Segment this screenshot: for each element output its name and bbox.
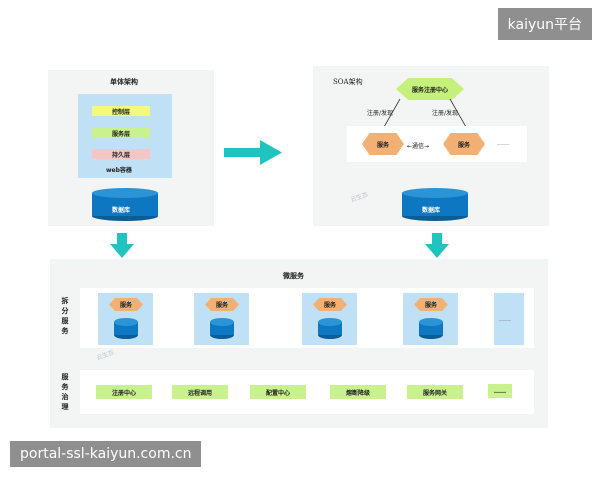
database-icon	[114, 318, 138, 339]
layer-persistence: 持久层	[92, 149, 150, 159]
governance-more: ……	[488, 384, 512, 398]
microservice-hex: 服务	[205, 298, 239, 311]
soa-database-icon	[402, 188, 468, 221]
governance-remote-call: 远程调用	[172, 385, 228, 399]
arrow-down-right-icon	[425, 233, 449, 258]
database-icon	[318, 318, 342, 339]
layer-controller: 控制层	[92, 106, 150, 116]
governance-circuit-breaker: 熔断降级	[330, 385, 386, 399]
database-icon	[210, 318, 234, 339]
soa-more: ……	[497, 140, 509, 147]
monolith-database-icon	[92, 188, 158, 221]
monolith-title: 单体架构	[110, 78, 138, 86]
watermark-bottom: portal-ssl-kaiyun.com.cn	[10, 441, 202, 467]
split-services-label: 拆分服务	[61, 297, 69, 335]
arrow-down-left-icon	[110, 233, 134, 258]
communication-label: ←通信→	[407, 143, 430, 150]
monolith-database-label: 数据库	[112, 207, 131, 214]
governance-config-center: 配置中心	[250, 385, 306, 399]
microservice-hex: 服务	[109, 298, 143, 311]
register-discover-right: 注册/发现	[432, 110, 459, 117]
soa-service-right: 服务	[443, 133, 485, 155]
governance-registry: 注册中心	[96, 385, 152, 399]
layer-service: 服务层	[92, 128, 150, 138]
microservice-more-card	[494, 293, 524, 345]
service-governance-label: 服务治理	[61, 373, 69, 411]
governance-gateway: 服务网关	[407, 385, 463, 399]
registry-center: 服务注册中心	[396, 78, 464, 100]
soa-database-label: 数据库	[422, 207, 441, 214]
arrow-right-icon	[224, 140, 282, 165]
microservice-hex: 服务	[313, 298, 347, 311]
watermark-top: kaiyun平台	[497, 8, 592, 40]
soa-title: SOA架构	[333, 78, 363, 86]
soa-service-left: 服务	[362, 133, 404, 155]
microservice-hex: 服务	[414, 298, 448, 311]
database-icon	[419, 318, 443, 339]
microservice-title: 微服务	[283, 272, 304, 280]
web-container-label: web容器	[106, 167, 132, 174]
microservice-more: ……	[499, 316, 511, 323]
register-discover-left: 注册/发现	[367, 110, 394, 117]
